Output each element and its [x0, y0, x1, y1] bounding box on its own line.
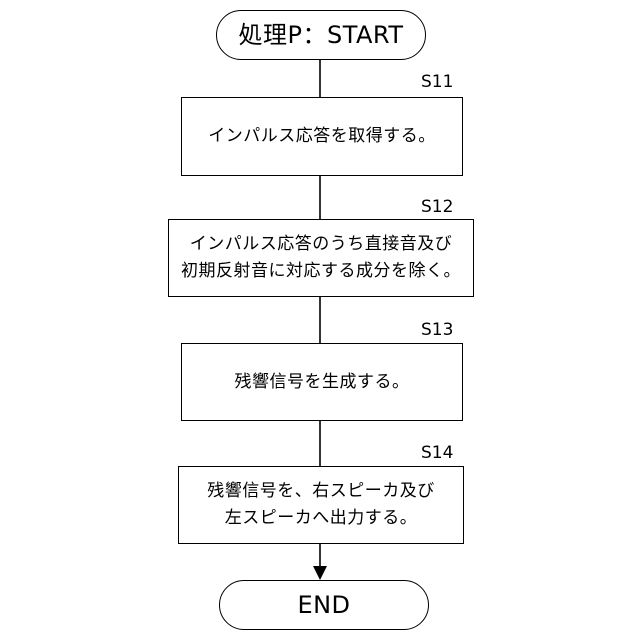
s11-text-line-1: インパルス応答を取得する。 [208, 123, 436, 150]
s12-text-line-1: インパルス応答のうち直接音及び [190, 231, 453, 258]
start-label: 処理P：START [238, 22, 403, 49]
step-id-s13: S13 [421, 320, 453, 340]
end-label: END [297, 592, 350, 619]
s14-text-line-1: 残響信号を、右スピーカ及び [207, 478, 435, 505]
process-box-s13: 残響信号を生成する。 [181, 343, 463, 421]
s14-text-line-2: 左スピーカへ出力する。 [225, 505, 418, 532]
process-box-s12: インパルス応答のうち直接音及び 初期反射音に対応する成分を除く。 [168, 219, 474, 297]
arrowhead-to-end [313, 566, 327, 580]
s12-text-line-2: 初期反射音に対応する成分を除く。 [181, 258, 461, 285]
end-terminal: END [219, 580, 429, 630]
process-box-s14: 残響信号を、右スピーカ及び 左スピーカへ出力する。 [178, 466, 464, 544]
step-id-s12: S12 [421, 197, 453, 217]
s13-text-line-1: 残響信号を生成する。 [235, 369, 410, 396]
start-terminal: 処理P：START [216, 10, 426, 60]
step-id-s14: S14 [421, 443, 453, 463]
process-box-s11: インパルス応答を取得する。 [181, 97, 463, 176]
step-id-s11: S11 [421, 72, 453, 92]
